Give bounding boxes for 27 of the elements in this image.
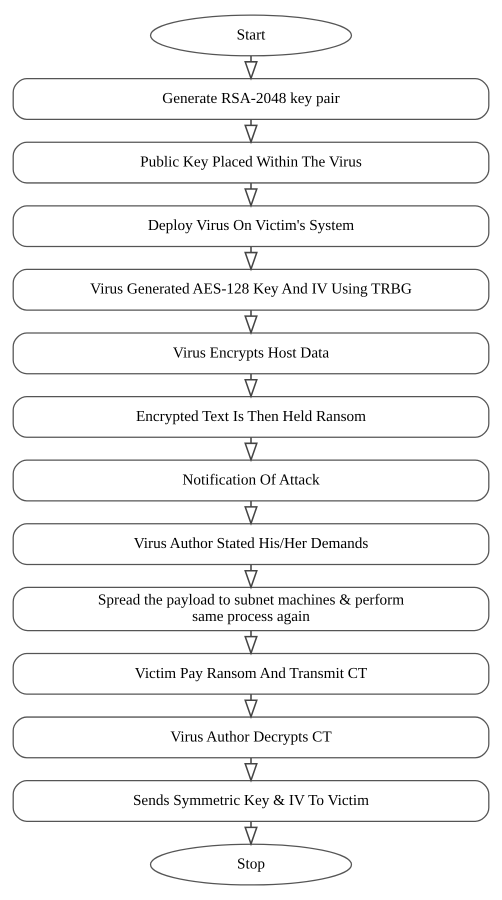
node-box: Victim Pay Ransom And Transmit CT bbox=[12, 652, 490, 695]
node-ellipse: Stop bbox=[150, 844, 352, 886]
arrow bbox=[244, 120, 258, 144]
node-box: Public Key Placed Within The Virus bbox=[12, 142, 490, 184]
node-box: Virus Author Decrypts CT bbox=[12, 716, 490, 758]
arrow bbox=[244, 374, 258, 399]
node-ellipse: Start bbox=[150, 14, 352, 56]
arrow bbox=[244, 310, 258, 335]
arrow bbox=[244, 56, 258, 81]
node-box: Virus Generated AES-128 Key And IV Using TRBG bbox=[12, 268, 490, 311]
arrow bbox=[244, 564, 258, 590]
node-box: Notification Of Attack bbox=[12, 460, 490, 502]
arrow bbox=[244, 438, 258, 462]
node-box: Generate RSA-2048 key pair bbox=[12, 78, 490, 120]
arrow bbox=[244, 183, 258, 208]
node-box: Virus Author Stated His/Her Demands bbox=[12, 523, 490, 566]
arrow bbox=[244, 822, 258, 846]
arrow bbox=[244, 246, 258, 272]
node-box: Encrypted Text Is Then Held Ransom bbox=[12, 396, 490, 438]
node-box: Deploy Virus On Victim's System bbox=[12, 205, 490, 248]
node-box: Sends Symmetric Key & IV To Victim bbox=[12, 780, 490, 822]
arrow bbox=[244, 694, 258, 720]
arrow bbox=[244, 630, 258, 656]
node-box: Spread the payload to subnet machines & perform same process again bbox=[12, 586, 490, 632]
arrow bbox=[244, 758, 258, 783]
node-box: Virus Encrypts Host Data bbox=[12, 332, 490, 374]
arrow bbox=[244, 501, 258, 526]
